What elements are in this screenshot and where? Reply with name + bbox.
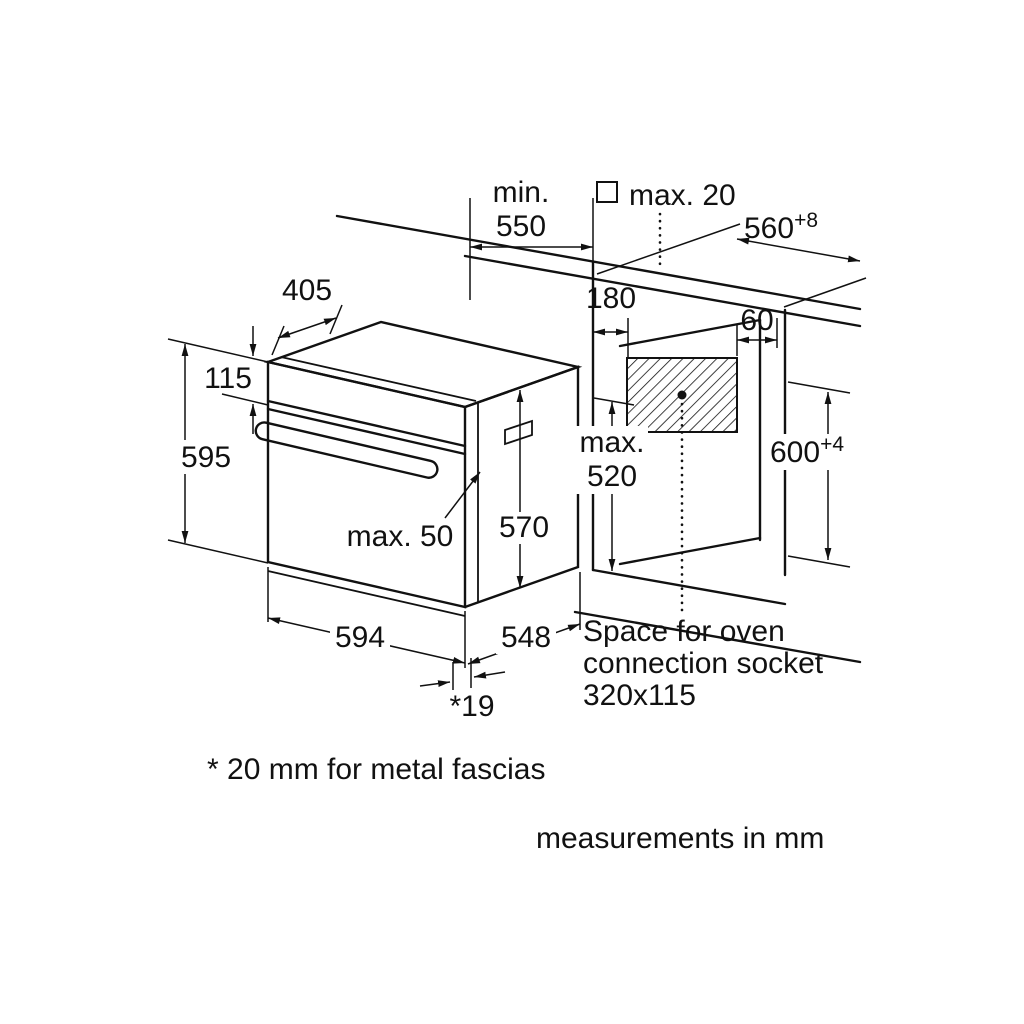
dimension-lines (167, 181, 867, 690)
label-595: 595 (181, 441, 231, 474)
units-note: measurements in mm (536, 822, 824, 855)
label-19: *19 (449, 690, 494, 723)
label-60: 60 (740, 304, 773, 337)
socket-area (626, 212, 738, 614)
dim-560 (596, 223, 867, 308)
dim-max-50-leader (444, 471, 481, 519)
socket-hatched-area (626, 357, 738, 433)
dim-600 (787, 381, 851, 568)
label-max-50: max. 50 (347, 520, 454, 553)
worktop-and-cabinet (335, 214, 862, 664)
dimension-labels: min. 550 max. 20 560+8 405 180 60 115 59… (181, 176, 844, 723)
label-min: min. (493, 176, 550, 209)
side-vent-detail (504, 419, 533, 446)
label-560-plus-8: 560+8 (744, 209, 818, 245)
door-handle (254, 421, 439, 479)
label-115: 115 (204, 362, 252, 395)
socket-center-dot (677, 390, 687, 400)
label-halos (176, 426, 858, 654)
socket-note-line2: connection socket (583, 647, 824, 680)
oven-front-face (266, 360, 467, 609)
label-520: 520 (587, 460, 637, 493)
label-550: 550 (496, 210, 546, 243)
dim-60 (736, 318, 778, 356)
dim-19 (419, 658, 506, 690)
dim-min-550 (469, 198, 594, 300)
label-max: max. (579, 426, 644, 459)
dim-115 (221, 326, 269, 434)
label-180: 180 (586, 282, 636, 315)
label-600-plus-4: 600+4 (770, 433, 844, 469)
label-570: 570 (499, 511, 549, 544)
oven-side-face (463, 365, 580, 609)
socket-note-line1: Space for oven (583, 615, 785, 648)
label-594: 594 (335, 621, 385, 654)
control-panel-edge (266, 399, 467, 448)
label-max-20: max. 20 (629, 179, 736, 212)
notes: Space for oven connection socket 320x115… (207, 615, 824, 855)
dim-180 (593, 318, 629, 358)
fascia-footnote: * 20 mm for metal fascias (207, 753, 545, 786)
worktop-profile-symbol (596, 181, 618, 203)
socket-note-line3: 320x115 (583, 679, 696, 712)
dim-405 (271, 304, 343, 356)
oven (254, 320, 583, 617)
label-548: 548 (501, 621, 551, 654)
label-405: 405 (282, 274, 332, 307)
